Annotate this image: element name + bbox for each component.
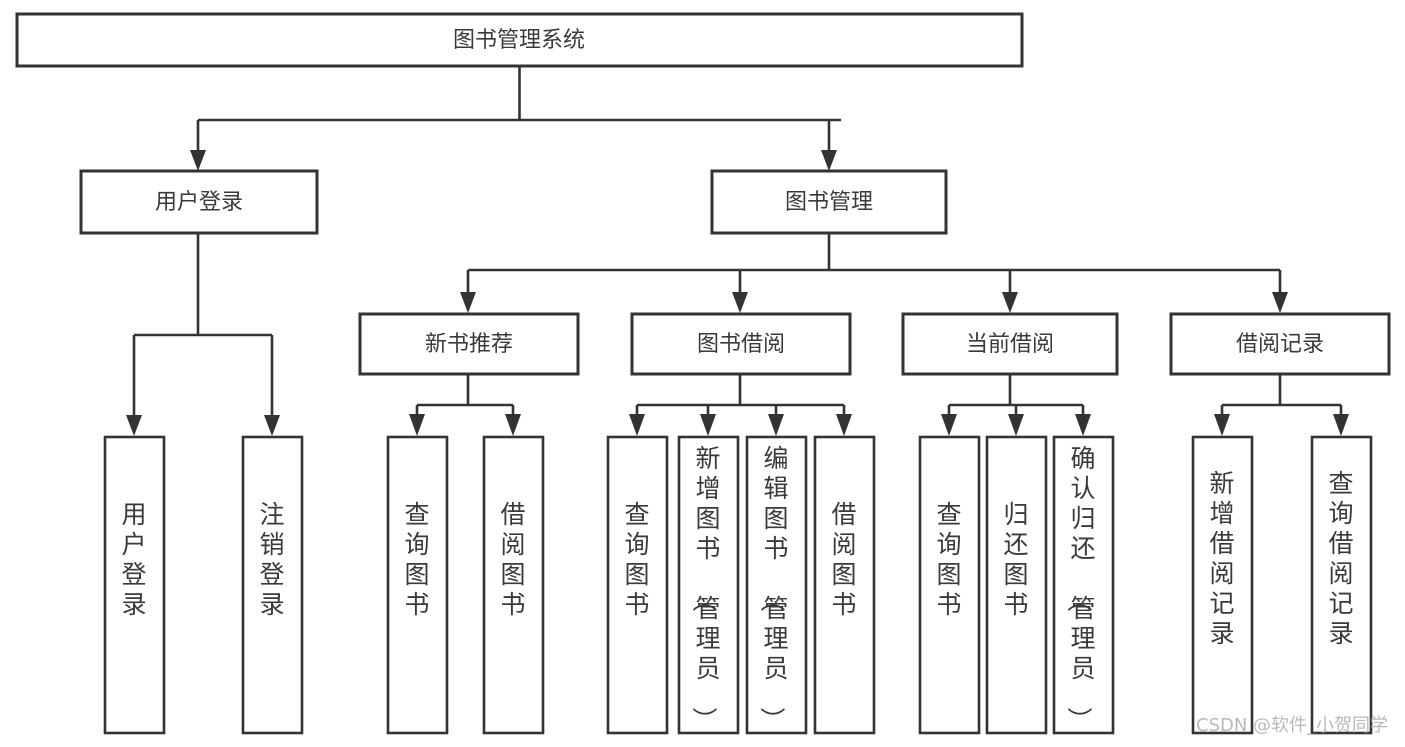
arrowhead-user-login [190,150,206,171]
node-leaf-query-book-1[interactable]: 查询图书 [386,435,449,735]
leaf-query-book-2-box[interactable] [606,435,669,735]
arrowhead-leaf-query-book-2 [629,414,645,436]
leaf-edit-book-box[interactable] [745,435,808,735]
arrowhead-leaf-query-book-3 [941,414,957,436]
node-leaf-logout-login[interactable]: 注销登录 [241,435,304,735]
leaf-borrow-book-1-box[interactable] [482,435,545,735]
connectors-current-borrow-to-children [941,374,1091,436]
node-leaf-query-book-3[interactable]: 查询图书 [918,435,981,735]
arrowhead-leaf-logout-login [264,415,280,436]
arrowhead-book-management [821,150,837,171]
leaf-add-book-box[interactable] [677,435,740,735]
new-book-recommend-box[interactable] [358,312,580,376]
arrowhead-current-borrow [1002,292,1018,313]
arrowhead-leaf-return-book [1008,414,1024,436]
leaf-add-record-label: 新增借阅记录 [1209,469,1234,648]
leaf-query-book-1-box[interactable] [386,435,449,735]
arrowhead-leaf-query-record [1333,414,1349,436]
node-leaf-edit-book[interactable]: 编辑图书（管理员） [745,435,808,735]
node-leaf-add-record[interactable]: 新增借阅记录 [1191,435,1254,735]
leaf-edit-book-label: 编辑图书（管理员） [757,444,788,732]
leaf-query-record-box[interactable] [1310,435,1373,735]
leaf-confirm-return-label: 确认归还（管理员） [1064,444,1095,732]
arrowhead-new-book-recommend [460,292,476,313]
new-book-recommend-label: 新书推荐 [425,332,513,357]
arrowhead-leaf-user-login [126,415,142,436]
node-leaf-add-book[interactable]: 新增图书（管理员） [677,435,740,735]
leaf-borrow-book-2-label: 借阅图书 [831,500,856,619]
user-login-box[interactable] [79,169,319,235]
node-borrow-record[interactable]: 借阅记录 [1169,312,1391,376]
borrow-record-box[interactable] [1169,312,1391,376]
arrowhead-leaf-add-record [1214,414,1230,436]
node-leaf-user-login[interactable]: 用户登录 [103,435,166,735]
connectors-level1-to-level2 [190,66,841,171]
current-borrow-label: 当前借阅 [966,332,1054,357]
arrowhead-leaf-borrow-book-1 [505,414,521,436]
node-leaf-borrow-book-1[interactable]: 借阅图书 [482,435,545,735]
root-label: 图书管理系统 [453,28,585,53]
node-leaf-borrow-book-2[interactable]: 借阅图书 [813,435,876,735]
leaf-query-record-label: 查询借阅记录 [1328,469,1353,648]
leaf-query-book-1-label: 查询图书 [404,500,429,619]
arrowhead-leaf-query-book-1 [409,414,425,436]
node-leaf-confirm-return[interactable]: 确认归还（管理员） [1052,435,1115,735]
root-box[interactable] [15,12,1024,68]
leaf-return-book-box[interactable] [985,435,1048,735]
arrowhead-borrow-record [1272,292,1288,313]
arrowhead-leaf-borrow-book-2 [836,414,852,436]
book-borrow-label: 图书借阅 [697,332,785,357]
node-leaf-query-record[interactable]: 查询借阅记录 [1310,435,1373,735]
leaf-borrow-book-2-box[interactable] [813,435,876,735]
arrowhead-leaf-confirm-return [1075,414,1091,436]
connectors-user-login-to-children [126,233,280,436]
node-new-book-recommend[interactable]: 新书推荐 [358,312,580,376]
node-leaf-query-book-2[interactable]: 查询图书 [606,435,669,735]
leaf-add-book-label: 新增图书（管理员） [689,444,720,732]
leaf-confirm-return-box[interactable] [1052,435,1115,735]
borrow-record-label: 借阅记录 [1236,332,1324,357]
node-leaf-return-book[interactable]: 归还图书 [985,435,1048,735]
leaf-borrow-book-1-label: 借阅图书 [500,500,525,619]
csdn-watermark: CSDN @软件_小贺同学 [1196,715,1388,736]
node-root-system[interactable]: 图书管理系统 [15,12,1024,68]
current-borrow-box[interactable] [901,312,1119,376]
leaf-query-book-2-label: 查询图书 [624,500,649,619]
arrowhead-leaf-add-book [700,414,716,436]
node-current-borrow[interactable]: 当前借阅 [901,312,1119,376]
arrowhead-book-borrow [732,292,748,313]
book-management-box[interactable] [710,169,948,235]
leaf-query-book-3-label: 查询图书 [936,500,961,619]
leaf-add-record-box[interactable] [1191,435,1254,735]
leaf-user-login-box[interactable] [103,435,166,735]
arrowhead-leaf-edit-book [768,414,784,436]
leaf-user-login-label: 用户登录 [121,500,146,619]
user-login-label: 用户登录 [155,190,243,215]
connectors-new-book-recommend-to-children [409,374,521,436]
connectors-book-borrow-to-children [629,374,852,436]
leaf-query-book-3-box[interactable] [918,435,981,735]
node-book-borrow[interactable]: 图书借阅 [630,312,852,376]
node-user-login[interactable]: 用户登录 [79,169,319,235]
leaf-logout-login-label: 注销登录 [259,500,284,619]
connectors-book-management-to-children [460,233,1288,313]
connectors-borrow-record-to-children [1214,374,1349,436]
book-management-label: 图书管理 [785,190,873,215]
node-book-management[interactable]: 图书管理 [710,169,948,235]
leaf-logout-login-box[interactable] [241,435,304,735]
book-borrow-box[interactable] [630,312,852,376]
leaf-return-book-label: 归还图书 [1003,500,1028,619]
